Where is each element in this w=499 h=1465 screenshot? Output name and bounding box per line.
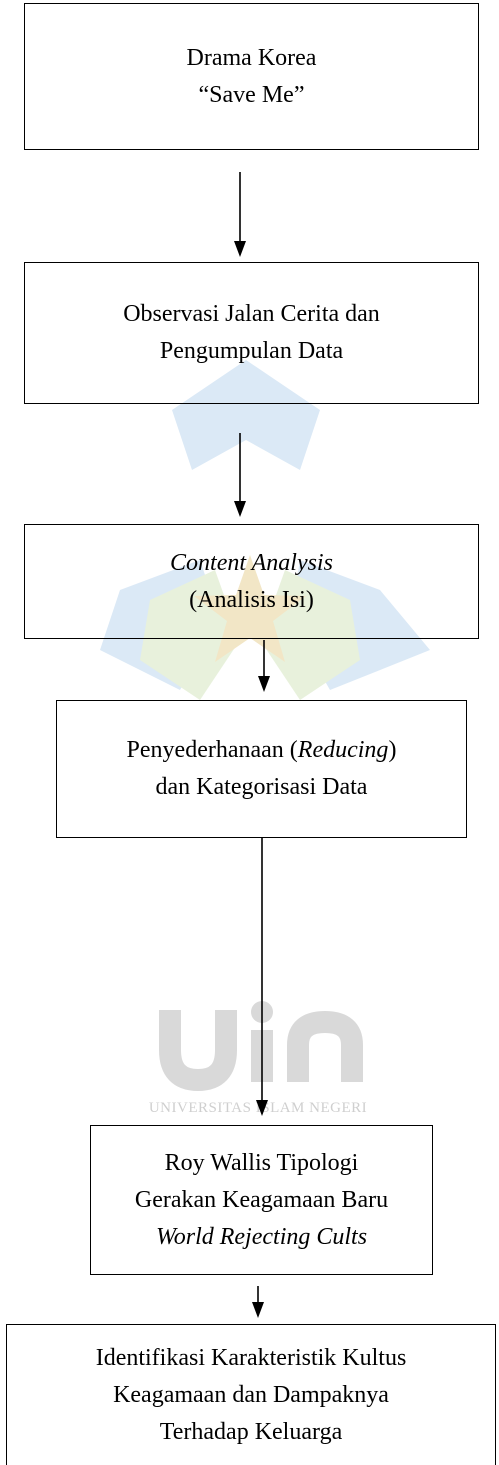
edge-2-arrowhead (234, 501, 246, 517)
node-reduksi-line-2: dan Kategorisasi Data (155, 774, 368, 800)
edge-3-arrowhead (258, 676, 270, 692)
watermark-caption: UNIVERSITAS ISLAM NEGERI (149, 1100, 367, 1116)
edge-5-arrowhead (252, 1302, 264, 1318)
watermark-star (194, 555, 306, 662)
node-content-analysis-line-2: (Analisis Isi) (189, 586, 314, 613)
node-roy-wallis-line-3: World Rejecting Cults (155, 1223, 368, 1250)
node-content-analysis-line-1: Content Analysis (170, 549, 333, 576)
node-reduksi: Penyederhanaan (Reducing) dan Kategorisa… (56, 700, 467, 838)
node-identifikasi-line-2: Keagamaan dan Dampaknya (113, 1381, 389, 1408)
edge-content-to-reduksi (258, 640, 270, 692)
edge-reduksi-to-wallis (256, 838, 268, 1116)
node-drama-korea: Drama Korea “Save Me” (24, 3, 479, 150)
edge-4-arrowhead (256, 1100, 268, 1116)
node-reduksi-line-1-italic: Reducing (297, 737, 389, 763)
node-reduksi-line-1-post: ) (388, 737, 397, 763)
node-observasi-line-2: Pengumpulan Data (159, 338, 344, 364)
node-content-analysis: Content Analysis (Analisis Isi) (24, 524, 479, 639)
node-drama-korea-line-2: “Save Me” (198, 81, 305, 108)
node-observasi: Observasi Jalan Cerita dan Pengumpulan D… (24, 262, 479, 404)
node-roy-wallis: Roy Wallis Tipologi Gerakan Keagamaan Ba… (90, 1125, 433, 1275)
node-reduksi-line-1: Penyederhanaan (Reducing) (127, 732, 397, 769)
watermark-letter-n (287, 1010, 363, 1082)
watermark-blue-petal-top (172, 360, 320, 470)
node-roy-wallis-line-1: Roy Wallis Tipologi (164, 1149, 359, 1176)
edge-drama-to-observasi (234, 172, 246, 257)
edge-wallis-to-identifikasi (252, 1286, 264, 1318)
node-identifikasi-line-1: Identifikasi Karakteristik Kultus (95, 1344, 407, 1371)
edge-observasi-to-content (234, 433, 246, 517)
node-roy-wallis-line-2: Gerakan Keagamaan Baru (134, 1186, 389, 1213)
node-identifikasi-line-3: Terhadap Keluarga (159, 1418, 343, 1445)
node-reduksi-line-1-pre: Penyederhanaan ( (126, 737, 298, 763)
watermark-emblem (100, 360, 430, 700)
edge-1-arrowhead (234, 241, 246, 257)
watermark-letter-u (159, 1010, 237, 1092)
node-identifikasi: Identifikasi Karakteristik Kultus Keagam… (6, 1324, 496, 1465)
node-drama-korea-line-1: Drama Korea (186, 44, 317, 71)
node-observasi-line-1: Observasi Jalan Cerita dan (123, 301, 380, 327)
